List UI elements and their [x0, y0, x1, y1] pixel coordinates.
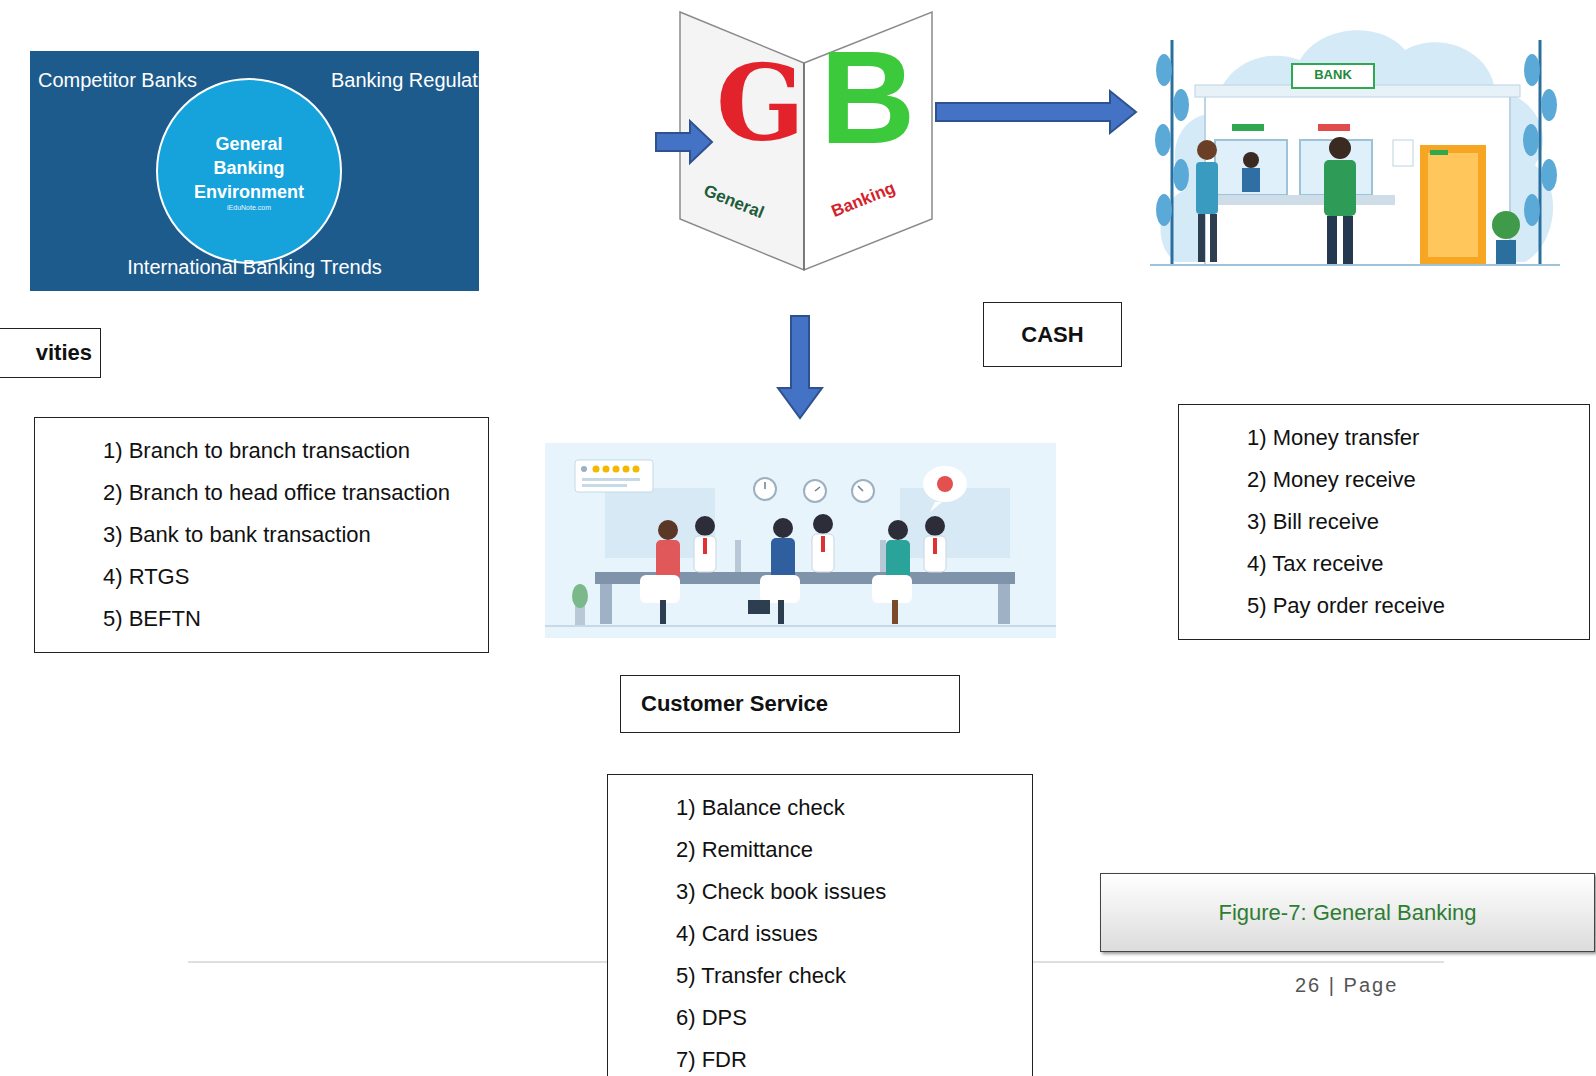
list-item: 2) Money receive [1247, 459, 1559, 501]
book-illustration [680, 12, 932, 270]
list-item: 1) Money transfer [1247, 417, 1559, 459]
block-arrow [778, 316, 822, 418]
bank-sign: BANK [1292, 67, 1374, 82]
list-item: 2) Branch to head office transaction [103, 472, 458, 514]
environment-panel: Competitor Banks Banking RegulationsInter… [30, 51, 479, 291]
heading-text: vities [36, 340, 92, 366]
list-item: 3) Bank to bank transaction [103, 514, 458, 556]
book-letter: B [820, 32, 915, 164]
list-item: 5) Pay order receive [1247, 585, 1559, 627]
corner-label: Banking Regulations [331, 67, 471, 93]
block-arrow [656, 121, 712, 163]
heading-text: Customer Service [641, 691, 828, 717]
list-item: 1) Balance check [676, 787, 1002, 829]
list-item: 4) Tax receive [1247, 543, 1559, 585]
environment-circle: General Banking EnvironmentiEduNote.com [156, 78, 342, 264]
corner-label: Competitor Banks [38, 67, 166, 93]
figure-caption: Figure-7: General Banking [1100, 873, 1595, 952]
service-list: 1) Balance check2) Remittance3) Check bo… [607, 774, 1033, 1076]
bottom-label: International Banking Trends [30, 256, 479, 279]
block-arrow [936, 91, 1136, 133]
cash-list: 1) Money transfer2) Money receive3) Bill… [1178, 404, 1590, 640]
list-item: 3) Check book issues [676, 871, 1002, 913]
list-item: 3) Bill receive [1247, 501, 1559, 543]
list-item: 4) Card issues [676, 913, 1002, 955]
section-heading: CASH [983, 302, 1122, 367]
page-number: 26 | Page [1295, 974, 1398, 997]
list-item: 1) Branch to branch transaction [103, 430, 458, 472]
book-node: G General B Banking [680, 12, 932, 270]
circle-title: General Banking Environment [184, 132, 314, 204]
list-item: 6) DPS [676, 997, 1002, 1039]
list-item: 4) RTGS [103, 556, 458, 598]
list-item: 5) BEFTN [103, 598, 458, 640]
list-item: 5) Transfer check [676, 955, 1002, 997]
book-word: Banking [829, 178, 899, 222]
list-item: 7) FDR [676, 1039, 1002, 1076]
watermark: iEduNote.com [227, 204, 271, 211]
activity-list: 1) Branch to branch transaction2) Branch… [34, 417, 489, 653]
bank-illustration [1150, 30, 1560, 265]
book-letter: G [716, 52, 805, 156]
heading-text: CASH [1021, 322, 1083, 348]
section-heading: vities [0, 328, 101, 378]
customer-service-illustration [545, 443, 1056, 638]
list-item: 2) Remittance [676, 829, 1002, 871]
book-word: General [701, 181, 767, 223]
section-heading: Customer Service [620, 675, 960, 733]
bank-node: BANK [1140, 8, 1568, 276]
